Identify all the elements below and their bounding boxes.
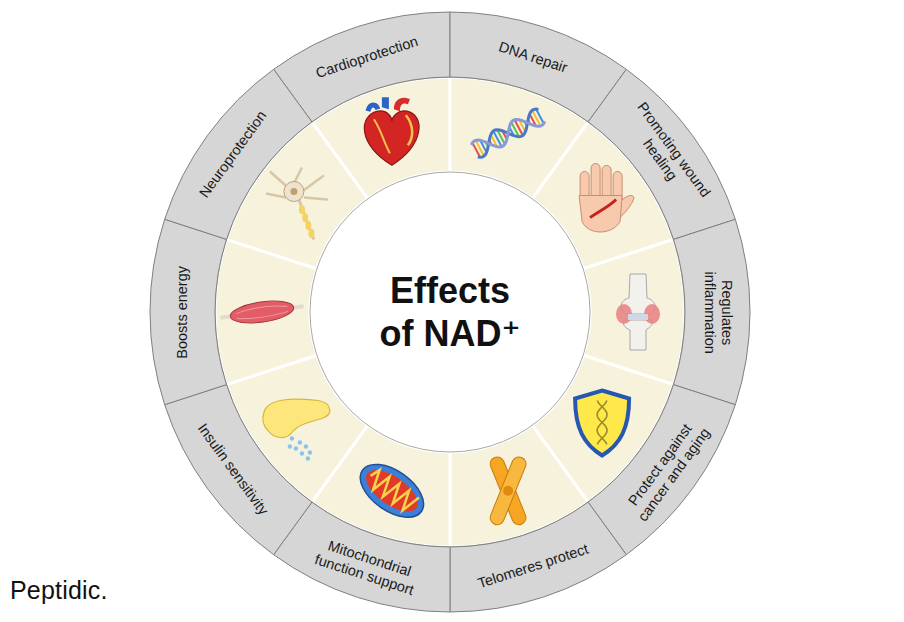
band-sector <box>673 219 750 404</box>
center-circle <box>310 172 590 452</box>
band-sector <box>588 385 735 555</box>
effect-label: Regulates inflammation <box>701 247 734 377</box>
band-sector <box>588 69 735 239</box>
effect-segment: Promoting wound healing <box>586 67 738 242</box>
mitochondrion-icon <box>351 454 433 528</box>
heart-icon <box>364 97 419 165</box>
effect-segment: Telomeres protect <box>448 500 629 614</box>
dna-icon <box>470 107 545 158</box>
knee-icon <box>616 274 660 350</box>
band-sector <box>165 69 312 239</box>
effect-segment: Insulin sensitivity <box>162 382 314 557</box>
effect-segment: Boosts energy <box>148 217 229 407</box>
neuron-icon <box>266 167 328 239</box>
effect-segment: Neuroprotection <box>162 67 314 242</box>
band-sector <box>150 219 227 404</box>
effect-label: Boosts energy <box>174 247 191 377</box>
effect-segment: Regulates inflammation <box>671 217 752 407</box>
chromosome-icon <box>488 455 528 527</box>
band-sector <box>450 502 626 612</box>
muscle-icon <box>219 296 305 327</box>
hand-icon <box>579 163 634 232</box>
shield-icon <box>575 391 629 456</box>
brand-label: Peptidic. <box>10 576 108 605</box>
band-sector <box>165 385 312 555</box>
pancreas-icon <box>263 399 330 461</box>
diagram-title: Effects of NAD⁺ <box>370 269 530 355</box>
ring-edge <box>215 77 685 547</box>
